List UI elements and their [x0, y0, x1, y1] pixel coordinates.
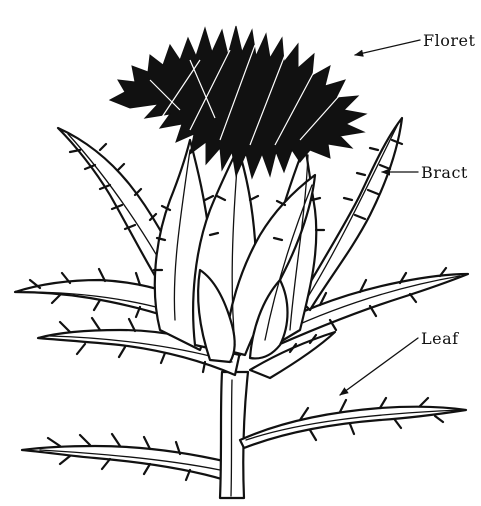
- bract-cluster: [154, 140, 324, 362]
- leaf-pointer: [340, 338, 418, 395]
- leaf-label: Leaf: [421, 329, 459, 348]
- stem: [220, 372, 248, 498]
- bract-label: Bract: [421, 163, 468, 182]
- leaf-lower-right: [240, 398, 466, 448]
- floret-label: Floret: [423, 31, 475, 50]
- leaf-lower-left: [22, 434, 228, 480]
- floret-pointer: [355, 40, 420, 55]
- floret-tuft: [110, 26, 366, 178]
